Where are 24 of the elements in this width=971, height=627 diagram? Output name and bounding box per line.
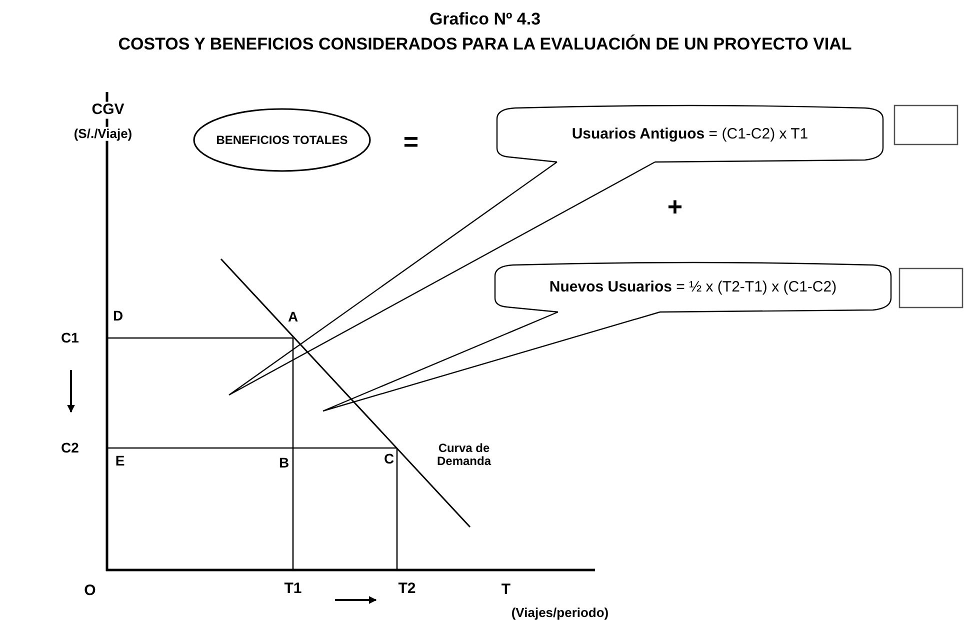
ellipse-node: BENEFICIOS TOTALES [193, 108, 371, 172]
tick-label: C1 [61, 330, 79, 346]
chart-title: COSTOS Y BENEFICIOS CONSIDERADOS PARA LA EVALUACIÓN DE UN PROYECTO VIAL [118, 36, 852, 54]
empty-box [894, 105, 958, 145]
tick-label: C2 [61, 440, 79, 456]
axis-title: CGV [92, 102, 124, 118]
tick-label: T1 [284, 580, 302, 598]
point-label: A [288, 309, 298, 325]
tick-label: T2 [398, 580, 416, 598]
axis-unit: (S/./Viaje) [74, 126, 132, 142]
empty-box [899, 268, 963, 308]
callout-bubble: Usuarios Antiguos = (C1-C2) x T1 [495, 105, 885, 162]
point-label: C [384, 451, 394, 467]
chart-title: Grafico Nº 4.3 [429, 10, 541, 30]
plus-sign: + [667, 192, 683, 222]
point-label: D [112, 308, 124, 324]
point-label: B [278, 455, 290, 471]
axis-title: T [501, 582, 511, 598]
point-label: E [115, 453, 125, 469]
callout-bubble: Nuevos Usuarios = ½ x (T2-T1) x (C1-C2) [493, 262, 893, 312]
equals-sign: = [403, 128, 419, 156]
origin-label: O [84, 582, 96, 600]
axis-unit: (Viajes/periodo) [511, 606, 609, 620]
curve-label: Curva de Demanda [436, 442, 492, 468]
